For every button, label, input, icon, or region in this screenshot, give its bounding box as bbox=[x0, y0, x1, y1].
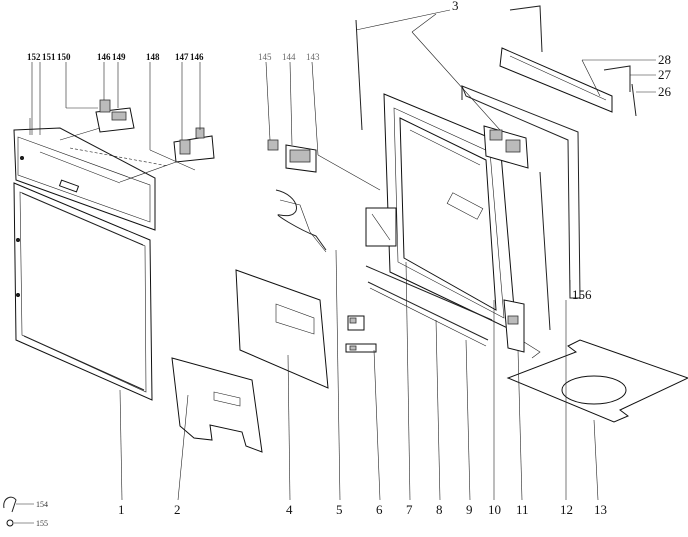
label-148: 148 bbox=[146, 52, 160, 62]
label-27: 27 bbox=[658, 67, 672, 82]
latch-assembly bbox=[265, 61, 381, 191]
label-13: 13 bbox=[594, 502, 607, 517]
guide-lines bbox=[29, 62, 201, 171]
small-clips bbox=[3, 496, 34, 527]
label-11: 11 bbox=[516, 502, 529, 517]
label-150: 150 bbox=[57, 52, 71, 62]
module-147-146 bbox=[119, 127, 215, 183]
base-plate bbox=[506, 339, 688, 423]
label-7: 7 bbox=[406, 502, 413, 517]
door-seal-strips bbox=[365, 265, 493, 347]
leader-lines bbox=[119, 9, 656, 501]
door-gasket bbox=[461, 85, 581, 299]
label-6: 6 bbox=[376, 502, 383, 517]
cable-harness bbox=[275, 189, 327, 253]
label-147: 147 bbox=[175, 52, 189, 62]
label-8: 8 bbox=[436, 502, 443, 517]
label-2: 2 bbox=[174, 502, 181, 517]
inner-door-frame bbox=[365, 93, 517, 333]
label-152: 152 bbox=[27, 52, 41, 62]
label-156: 156 bbox=[572, 287, 592, 302]
label-143: 143 bbox=[306, 52, 320, 62]
label-149: 149 bbox=[112, 52, 126, 62]
hinge-brackets bbox=[345, 315, 377, 353]
label-155: 155 bbox=[36, 519, 48, 528]
label-4: 4 bbox=[286, 502, 293, 517]
label-3: 3 bbox=[452, 0, 459, 13]
insulation-panel-small bbox=[171, 357, 263, 453]
label-9: 9 bbox=[466, 502, 473, 517]
label-12: 12 bbox=[560, 502, 573, 517]
label-28: 28 bbox=[658, 52, 671, 67]
label-5: 5 bbox=[336, 502, 343, 517]
label-154: 154 bbox=[36, 500, 48, 509]
module-150-149 bbox=[59, 99, 135, 141]
insulation-panel-large bbox=[235, 269, 329, 389]
label-146a: 146 bbox=[97, 52, 111, 62]
top-bar-assembly bbox=[499, 5, 637, 117]
control-panel bbox=[13, 127, 156, 231]
label-151: 151 bbox=[42, 52, 56, 62]
label-146b: 146 bbox=[190, 52, 204, 62]
outer-door-panel bbox=[13, 182, 153, 401]
label-145: 145 bbox=[258, 52, 272, 62]
right-hinge bbox=[503, 299, 541, 359]
label-10: 10 bbox=[488, 502, 501, 517]
side-strip bbox=[355, 19, 551, 331]
top-module bbox=[483, 125, 529, 169]
label-144: 144 bbox=[282, 52, 296, 62]
top-labels: 152 151 150 146 149 148 147 146 145 144 … bbox=[27, 0, 672, 528]
label-26: 26 bbox=[658, 84, 672, 99]
label-1: 1 bbox=[118, 502, 125, 517]
